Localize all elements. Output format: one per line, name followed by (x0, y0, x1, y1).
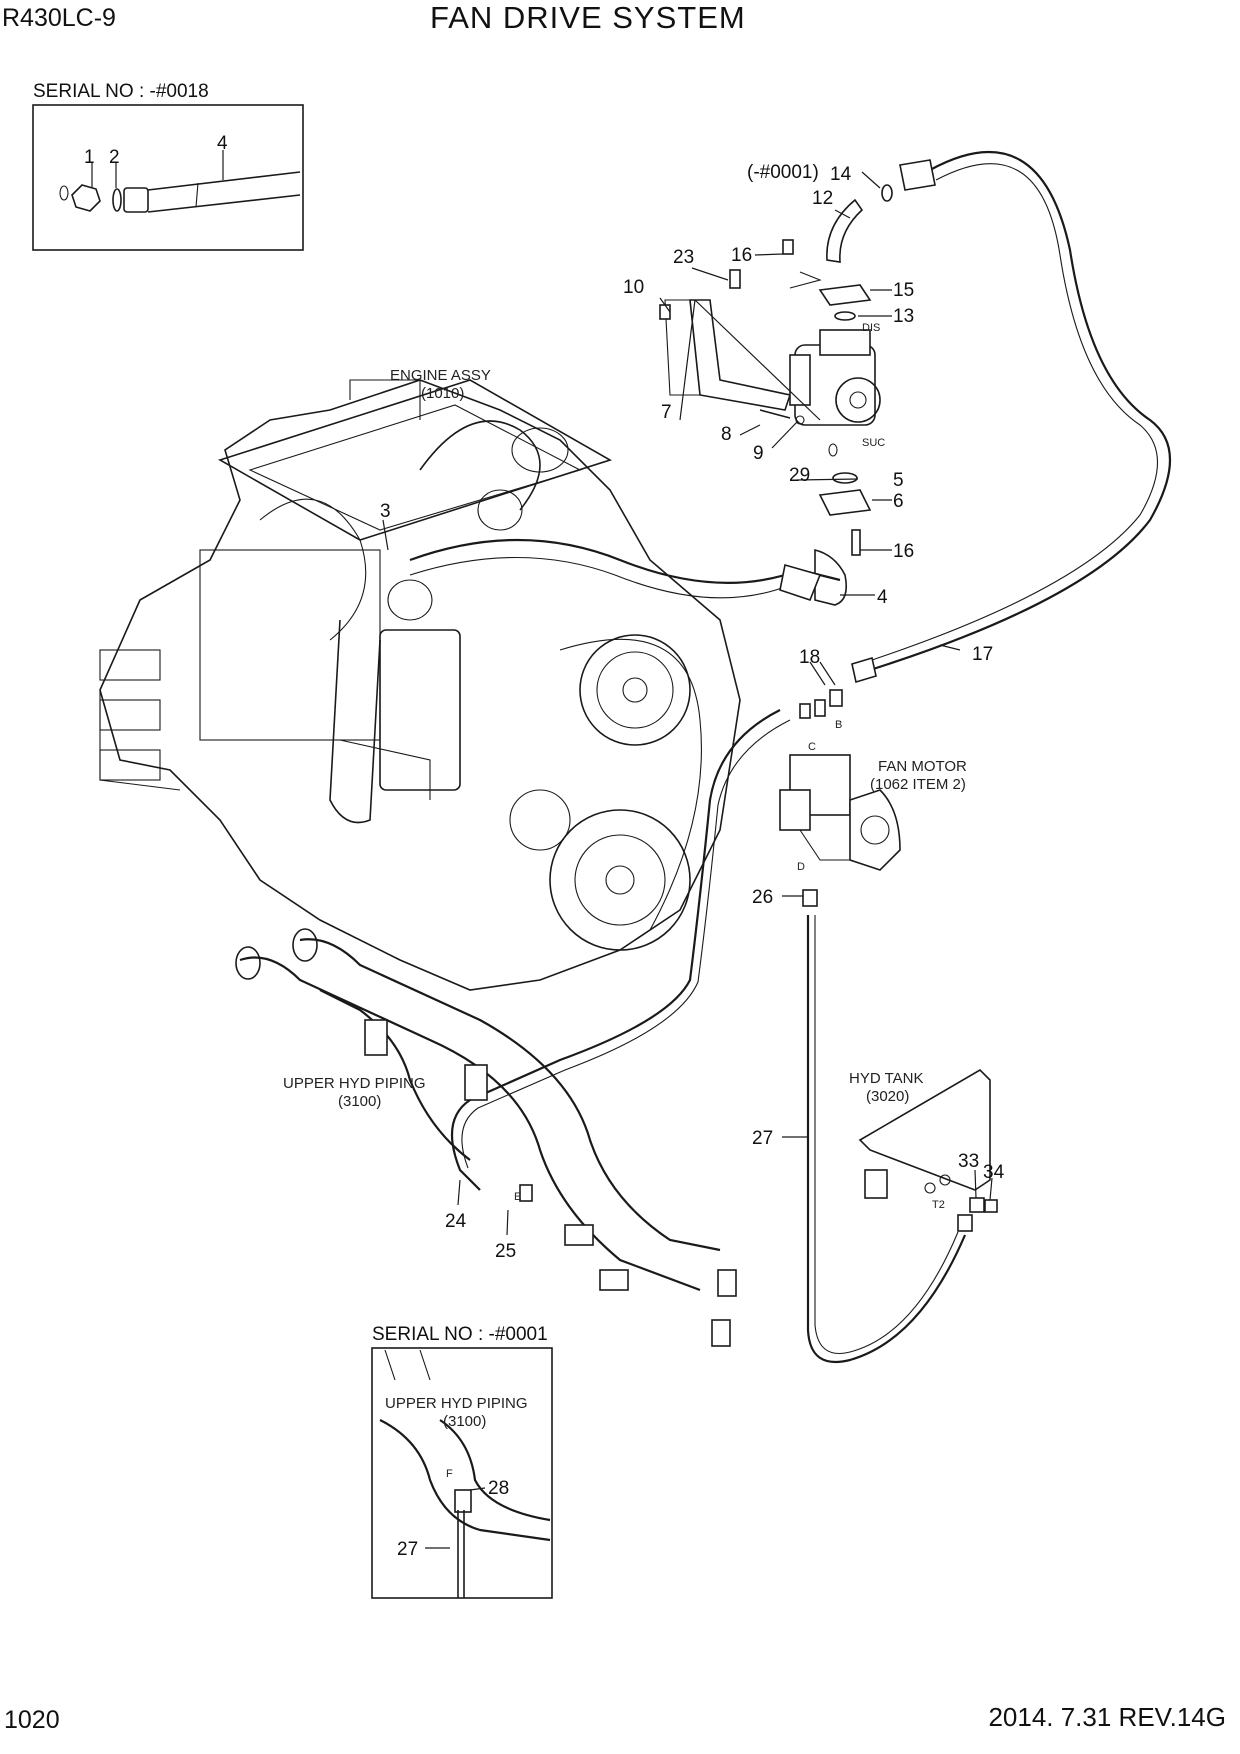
callout-23: 23 (673, 247, 694, 268)
callout-2: 2 (109, 147, 120, 168)
callout-10: 10 (623, 277, 644, 298)
drain-hose-27 (802, 889, 973, 1364)
callout-17: 17 (972, 644, 993, 665)
engine-assy-code: (1010) (421, 385, 464, 402)
callout-4: 4 (877, 587, 888, 608)
port-t2-label: T2 (932, 1199, 945, 1211)
model-number: R430LC-9 (2, 4, 116, 32)
callout-numbers: 3 4 5 6 7 8 9 10 12 13 (-#0001) 14 15 16… (380, 162, 1005, 1262)
hyd-tank: T2 HYD TANK (3020) (849, 1068, 998, 1213)
fan-motor-label: FAN MOTOR (878, 758, 967, 775)
callout-8: 8 (721, 424, 732, 445)
port-b-label: B (835, 719, 842, 731)
callout-12: 12 (812, 188, 833, 209)
port-dis-label: DIS (862, 322, 880, 334)
callout-24: 24 (445, 1211, 467, 1232)
upper-hyd-piping: E UPPER HYD PIPING (3100) (235, 928, 737, 1347)
callout-33: 33 (958, 1151, 979, 1172)
callout-27-inset: 27 (397, 1539, 418, 1560)
port-suc-label: SUC (862, 437, 885, 449)
callout-28: 28 (488, 1478, 509, 1499)
callout-4-inset: 4 (217, 133, 228, 154)
fan-motor: C B D FAN MOTOR (1062 ITEM 2) (779, 689, 967, 873)
upper-hyd-piping-code: (3100) (338, 1093, 381, 1110)
inset-upper-hyd-piping-code: (3100) (443, 1413, 486, 1430)
port-c-label: C (808, 741, 816, 753)
pressure-hose-17 (851, 150, 1171, 684)
callout-29: 29 (789, 465, 810, 486)
callout-6: 6 (893, 491, 904, 512)
engine-assembly: ENGINE ASSY (1010) (99, 367, 741, 991)
callout-3: 3 (380, 501, 391, 522)
callout-27: 27 (752, 1128, 773, 1149)
suction-hose (409, 538, 841, 601)
callout-34: 34 (983, 1162, 1005, 1183)
inset-serial-0018: SERIAL NO : -#0018 1 2 4 (32, 81, 304, 251)
inset-serial-label: SERIAL NO : -#0018 (33, 81, 209, 102)
callout-18: 18 (799, 647, 820, 668)
inset-serial-0001: SERIAL NO : -#0001 F UPPER HYD PIPING (3… (371, 1324, 553, 1599)
upper-hyd-piping-label: UPPER HYD PIPING (283, 1075, 426, 1092)
revision-date: 2014. 7.31 REV.14G (988, 1702, 1226, 1732)
callout-26: 26 (752, 887, 773, 908)
callout-leaders (382, 171, 993, 1236)
callout-9: 9 (753, 443, 764, 464)
callout-16a: 16 (731, 245, 752, 266)
callout-14: 14 (830, 164, 852, 185)
callout-1: 1 (84, 147, 95, 168)
inset-bottom-serial-label: SERIAL NO : -#0001 (372, 1324, 548, 1345)
callout-7: 7 (661, 402, 672, 423)
page-title: FAN DRIVE SYSTEM (430, 0, 746, 35)
motor-feed-hose (450, 709, 791, 1191)
port-f-label: F (446, 1468, 453, 1480)
inset-upper-hyd-piping-label: UPPER HYD PIPING (385, 1395, 528, 1412)
hyd-tank-label: HYD TANK (849, 1070, 923, 1087)
callout-14-note: (-#0001) (747, 162, 819, 183)
port-d-label: D (797, 861, 805, 873)
fan-pump-assembly: DIS SUC (659, 184, 893, 606)
callout-15: 15 (893, 280, 914, 301)
callout-5: 5 (893, 470, 904, 491)
hyd-tank-code: (3020) (866, 1088, 909, 1105)
callout-25: 25 (495, 1241, 516, 1262)
callout-13: 13 (893, 306, 914, 327)
port-e-label: E (514, 1191, 521, 1203)
fan-motor-code: (1062 ITEM 2) (870, 776, 966, 793)
callout-16b: 16 (893, 541, 914, 562)
engine-assy-label: ENGINE ASSY (390, 367, 491, 384)
page-number: 1020 (4, 1706, 60, 1734)
